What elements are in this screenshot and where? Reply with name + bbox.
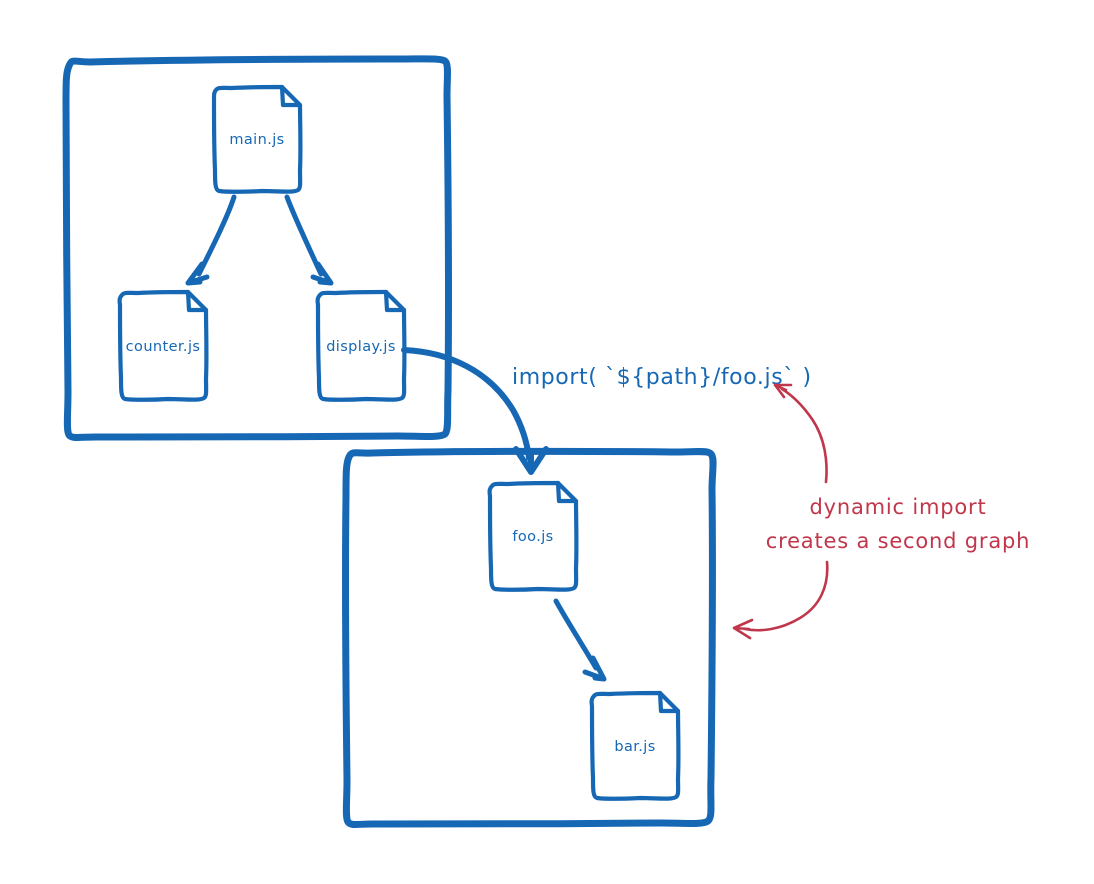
node-display-js[interactable]: display.js (315, 289, 407, 402)
note-line-1: dynamic import (810, 495, 987, 519)
group-box-graph-2 (342, 447, 717, 828)
node-label-counter-js: counter.js (126, 339, 201, 355)
node-label-bar-js: bar.js (614, 739, 655, 755)
edge-display-to-foo-dynamic (401, 347, 549, 475)
group-box-graph-1 (62, 55, 452, 441)
node-main-js[interactable]: main.js (211, 84, 303, 194)
edge-main-to-counter (185, 194, 237, 286)
edge-main-to-display (284, 194, 334, 286)
node-counter-js[interactable]: counter.js (117, 289, 209, 402)
edge-foo-to-bar (553, 598, 607, 682)
node-label-display-js: display.js (326, 339, 396, 355)
node-bar-js[interactable]: bar.js (589, 690, 681, 801)
node-label-main-js: main.js (229, 132, 284, 148)
note-line-2: creates a second graph (766, 529, 1030, 553)
label-import-call: import( `${path}/foo.js` ) (512, 365, 812, 390)
note-arrow-down-icon (732, 560, 829, 640)
node-foo-js[interactable]: foo.js (487, 480, 579, 592)
note-arrow-up-icon (773, 383, 828, 484)
node-label-foo-js: foo.js (512, 529, 553, 545)
